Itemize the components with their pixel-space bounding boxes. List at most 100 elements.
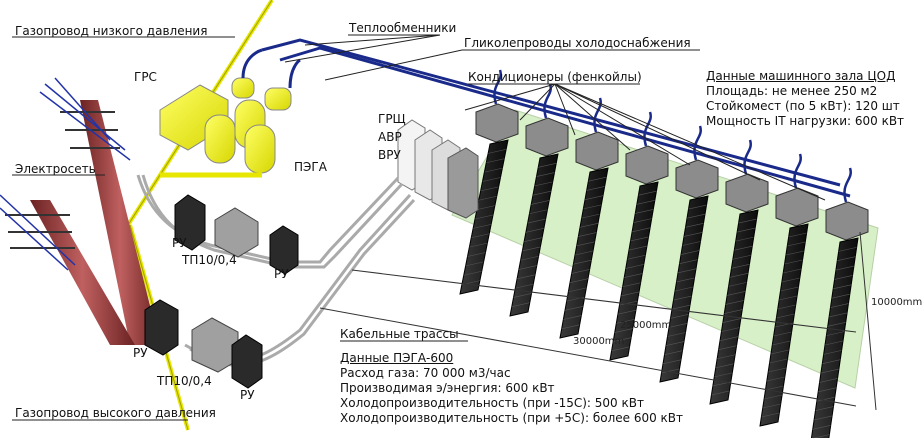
rack-divider: [619, 300, 638, 306]
rack-divider: [581, 213, 600, 219]
rack-divider: [677, 268, 697, 274]
rack-divider: [838, 247, 857, 252]
rack-divider: [812, 424, 831, 430]
label-tp-1: ТП10/0,4: [182, 253, 237, 267]
rack-divider: [761, 412, 780, 418]
rack-divider: [784, 259, 803, 265]
rack-divider: [561, 324, 580, 330]
rack-divider: [613, 337, 632, 342]
rack-divider: [762, 403, 781, 409]
rack-divider: [717, 354, 736, 360]
rack-divider: [734, 245, 753, 251]
rack-divider: [571, 269, 590, 274]
rack-divider: [522, 246, 541, 252]
rack-divider: [665, 341, 685, 346]
rack-divider: [633, 218, 652, 223]
rack-divider: [574, 250, 594, 256]
callout-lines: [12, 34, 826, 421]
rack-divider: [586, 186, 605, 191]
rack-divider: [783, 268, 802, 274]
label-pega: ПЭГА: [294, 160, 327, 174]
machine-room-title: Данные машинного зала ЦОД: [706, 69, 896, 83]
pega-data-line-2: Холодопроизводительность (при -15С): 500…: [340, 396, 644, 410]
machine-room-line-2: Мощность IT нагрузки: 600 кВт: [706, 114, 905, 128]
substation-lower: [144, 299, 263, 389]
rack-divider: [776, 313, 795, 319]
rack-divider: [735, 236, 754, 242]
rack-divider: [576, 241, 595, 247]
rack-divider: [467, 252, 486, 257]
rack-divider: [685, 223, 704, 228]
rack-divider: [815, 406, 834, 411]
rack-divider: [673, 295, 692, 301]
rack-divider: [818, 387, 837, 393]
rack-divider: [635, 209, 654, 214]
rack-divider: [727, 291, 746, 296]
rack-divider: [516, 274, 536, 280]
rack-divider: [532, 190, 552, 196]
rack-divider: [628, 245, 648, 251]
glycol-drop: [843, 167, 852, 203]
rack-divider: [772, 340, 791, 346]
rack-divider: [785, 250, 804, 256]
rack-divider: [478, 195, 497, 201]
glycol-drop: [793, 153, 802, 189]
rack-divider: [583, 204, 602, 210]
rack-divider: [769, 358, 788, 364]
rack-divider: [680, 250, 700, 255]
rack-divider: [474, 214, 494, 220]
pega-generators: [160, 77, 292, 178]
rack-divider: [520, 255, 539, 261]
rack-divider: [788, 232, 807, 238]
rack-divider: [765, 385, 784, 391]
rack-divider: [773, 331, 792, 337]
fancoil-unit: [725, 173, 769, 213]
rack-divider: [729, 273, 749, 278]
label-ru-2: РУ: [274, 267, 289, 281]
fancoil-unit: [675, 159, 719, 199]
fancoil-unit: [475, 103, 519, 143]
rack-divider: [683, 232, 703, 237]
pega-data-title: Данные ПЭГА-600: [340, 351, 454, 365]
rack-divider: [527, 218, 546, 224]
rack-divider: [768, 367, 787, 373]
fancoil-unit: [825, 201, 869, 241]
label-power-grid: Электросеть: [15, 162, 96, 176]
rack-divider: [465, 261, 484, 267]
rack-divider: [564, 306, 584, 311]
rack-divider: [781, 277, 800, 283]
rack-divider: [777, 304, 796, 310]
rack-divider: [622, 282, 641, 288]
rack-divider: [722, 318, 741, 323]
rack-divider: [824, 340, 844, 346]
rack-divider: [617, 309, 636, 315]
rack-divider: [714, 372, 733, 378]
fancoil-unit: [625, 145, 669, 185]
label-ru-3: РУ: [133, 346, 148, 360]
rack-divider: [476, 205, 495, 210]
label-glycol-lines: Гликолепроводы холодоснабжения: [464, 36, 691, 50]
rack-divider: [579, 223, 599, 228]
label-ru-1: РУ: [172, 236, 187, 250]
rack-divider: [538, 163, 557, 168]
rack-row: [810, 237, 859, 438]
rack-divider: [829, 312, 848, 318]
rack-divider: [482, 177, 501, 182]
rack-divider: [569, 278, 589, 283]
rack-divider: [515, 283, 534, 289]
glycol-lines: [241, 38, 851, 198]
label-heat-exchangers: Теплообменники: [349, 21, 457, 35]
rack-divider: [513, 293, 532, 298]
server-racks: [459, 69, 869, 438]
rack-divider: [686, 213, 706, 219]
rack-row: [509, 153, 559, 317]
rack-divider: [588, 176, 607, 182]
label-ru-4: РУ: [240, 388, 255, 402]
rack-divider: [667, 332, 686, 337]
rack-divider: [480, 186, 499, 192]
pega-data: Данные ПЭГА-600 Расход газа: 70 000 м3/ч…: [340, 351, 683, 426]
glycol-drop: [543, 83, 552, 119]
rack-divider: [780, 286, 799, 292]
glycol-drop: [693, 125, 702, 161]
label-vru: ВРУ: [378, 148, 401, 162]
